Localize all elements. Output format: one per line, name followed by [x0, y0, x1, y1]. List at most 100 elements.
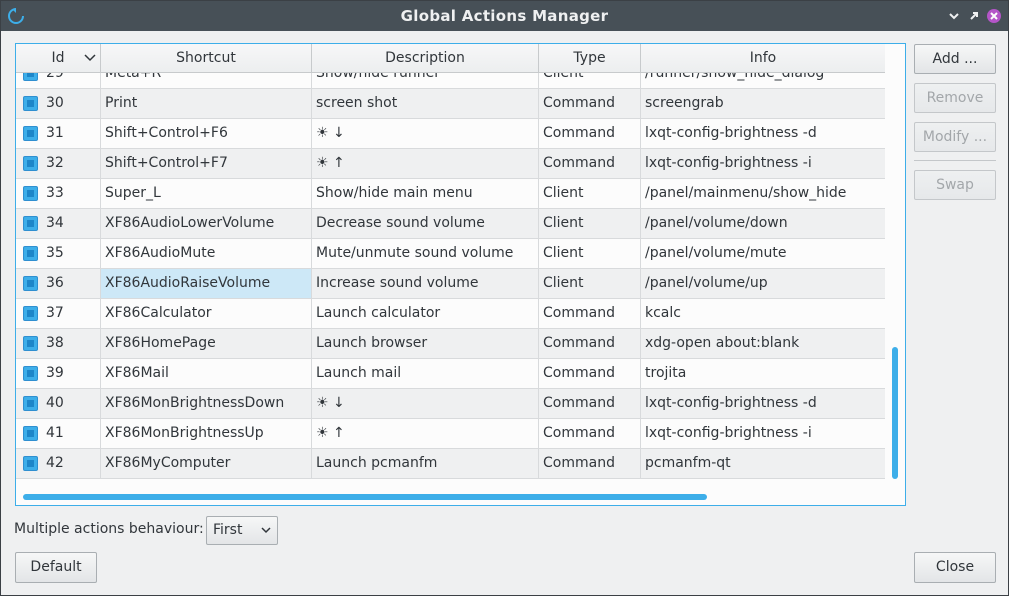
cell-description[interactable]: Decrease sound volume: [312, 209, 539, 238]
cell-shortcut[interactable]: XF86MonBrightnessUp: [101, 419, 312, 448]
cell-id[interactable]: 42: [16, 449, 101, 478]
cell-info[interactable]: lxqt-config-brightness -i: [641, 149, 885, 178]
cell-info[interactable]: xdg-open about:blank: [641, 329, 885, 358]
cell-info[interactable]: trojita: [641, 359, 885, 388]
enabled-checkbox[interactable]: [23, 156, 38, 171]
cell-type[interactable]: Client: [539, 269, 641, 298]
add-button[interactable]: Add ...: [914, 44, 996, 74]
cell-info[interactable]: /runner/show_hide_dialog: [641, 73, 885, 88]
enabled-checkbox[interactable]: [23, 306, 38, 321]
vertical-scrollbar-thumb[interactable]: [892, 347, 898, 479]
cell-info[interactable]: /panel/mainmenu/show_hide: [641, 179, 885, 208]
cell-id[interactable]: 41: [16, 419, 101, 448]
cell-type[interactable]: Command: [539, 119, 641, 148]
cell-info[interactable]: /panel/volume/down: [641, 209, 885, 238]
cell-description[interactable]: Launch mail: [312, 359, 539, 388]
cell-info[interactable]: lxqt-config-brightness -i: [641, 419, 885, 448]
enabled-checkbox[interactable]: [23, 396, 38, 411]
cell-shortcut[interactable]: XF86Mail: [101, 359, 312, 388]
cell-shortcut[interactable]: XF86MonBrightnessDown: [101, 389, 312, 418]
cell-type[interactable]: Command: [539, 419, 641, 448]
cell-shortcut[interactable]: Super_L: [101, 179, 312, 208]
cell-description[interactable]: Increase sound volume: [312, 269, 539, 298]
cell-id[interactable]: 34: [16, 209, 101, 238]
modify-button[interactable]: Modify ...: [914, 122, 996, 152]
cell-shortcut[interactable]: XF86AudioMute: [101, 239, 312, 268]
enabled-checkbox[interactable]: [23, 456, 38, 471]
remove-button[interactable]: Remove: [914, 83, 996, 113]
cell-shortcut[interactable]: Shift+Control+F7: [101, 149, 312, 178]
enabled-checkbox[interactable]: [23, 73, 38, 81]
close-icon[interactable]: [986, 8, 1002, 24]
cell-id[interactable]: 31: [16, 119, 101, 148]
column-header-id[interactable]: Id: [16, 44, 101, 73]
cell-shortcut[interactable]: XF86AudioRaiseVolume: [101, 269, 312, 298]
cell-type[interactable]: Command: [539, 149, 641, 178]
cell-type[interactable]: Client: [539, 209, 641, 238]
cell-info[interactable]: kcalc: [641, 299, 885, 328]
cell-description[interactable]: ☀ ↓: [312, 389, 539, 418]
cell-info[interactable]: lxqt-config-brightness -d: [641, 389, 885, 418]
cell-shortcut[interactable]: XF86Calculator: [101, 299, 312, 328]
cell-id[interactable]: 38: [16, 329, 101, 358]
cell-info[interactable]: pcmanfm-qt: [641, 449, 885, 478]
cell-type[interactable]: Command: [539, 449, 641, 478]
cell-description[interactable]: ☀ ↑: [312, 419, 539, 448]
cell-type[interactable]: Command: [539, 89, 641, 118]
minimize-icon[interactable]: [946, 8, 962, 24]
cell-shortcut[interactable]: Print: [101, 89, 312, 118]
cell-id[interactable]: 37: [16, 299, 101, 328]
cell-id[interactable]: 35: [16, 239, 101, 268]
cell-description[interactable]: Launch browser: [312, 329, 539, 358]
enabled-checkbox[interactable]: [23, 96, 38, 111]
multiple-actions-combo[interactable]: First: [206, 516, 278, 545]
cell-info[interactable]: /panel/volume/mute: [641, 239, 885, 268]
cell-type[interactable]: Client: [539, 73, 641, 88]
cell-info[interactable]: screengrab: [641, 89, 885, 118]
cell-type[interactable]: Client: [539, 239, 641, 268]
cell-description[interactable]: Launch pcmanfm: [312, 449, 539, 478]
horizontal-scrollbar-thumb[interactable]: [23, 494, 707, 500]
enabled-checkbox[interactable]: [23, 366, 38, 381]
cell-description[interactable]: Show/hide runner: [312, 73, 539, 88]
column-header-type[interactable]: Type: [539, 44, 641, 73]
cell-type[interactable]: Command: [539, 299, 641, 328]
cell-id[interactable]: 39: [16, 359, 101, 388]
column-header-description[interactable]: Description: [312, 44, 539, 73]
cell-id[interactable]: 40: [16, 389, 101, 418]
cell-info[interactable]: lxqt-config-brightness -d: [641, 119, 885, 148]
cell-description[interactable]: screen shot: [312, 89, 539, 118]
cell-id[interactable]: 30: [16, 89, 101, 118]
cell-type[interactable]: Client: [539, 179, 641, 208]
cell-description[interactable]: ☀ ↓: [312, 119, 539, 148]
maximize-icon[interactable]: [966, 8, 982, 24]
title-bar[interactable]: Global Actions Manager: [1, 1, 1008, 31]
enabled-checkbox[interactable]: [23, 336, 38, 351]
cell-shortcut[interactable]: Shift+Control+F6: [101, 119, 312, 148]
cell-info[interactable]: /panel/volume/up: [641, 269, 885, 298]
column-header-shortcut[interactable]: Shortcut: [101, 44, 312, 73]
default-button[interactable]: Default: [15, 552, 97, 583]
cell-type[interactable]: Command: [539, 389, 641, 418]
cell-description[interactable]: Mute/unmute sound volume: [312, 239, 539, 268]
cell-shortcut[interactable]: Meta+R: [101, 73, 312, 88]
cell-id[interactable]: 32: [16, 149, 101, 178]
enabled-checkbox[interactable]: [23, 246, 38, 261]
enabled-checkbox[interactable]: [23, 126, 38, 141]
cell-id[interactable]: 29: [16, 73, 101, 88]
cell-shortcut[interactable]: XF86HomePage: [101, 329, 312, 358]
enabled-checkbox[interactable]: [23, 186, 38, 201]
cell-type[interactable]: Command: [539, 329, 641, 358]
